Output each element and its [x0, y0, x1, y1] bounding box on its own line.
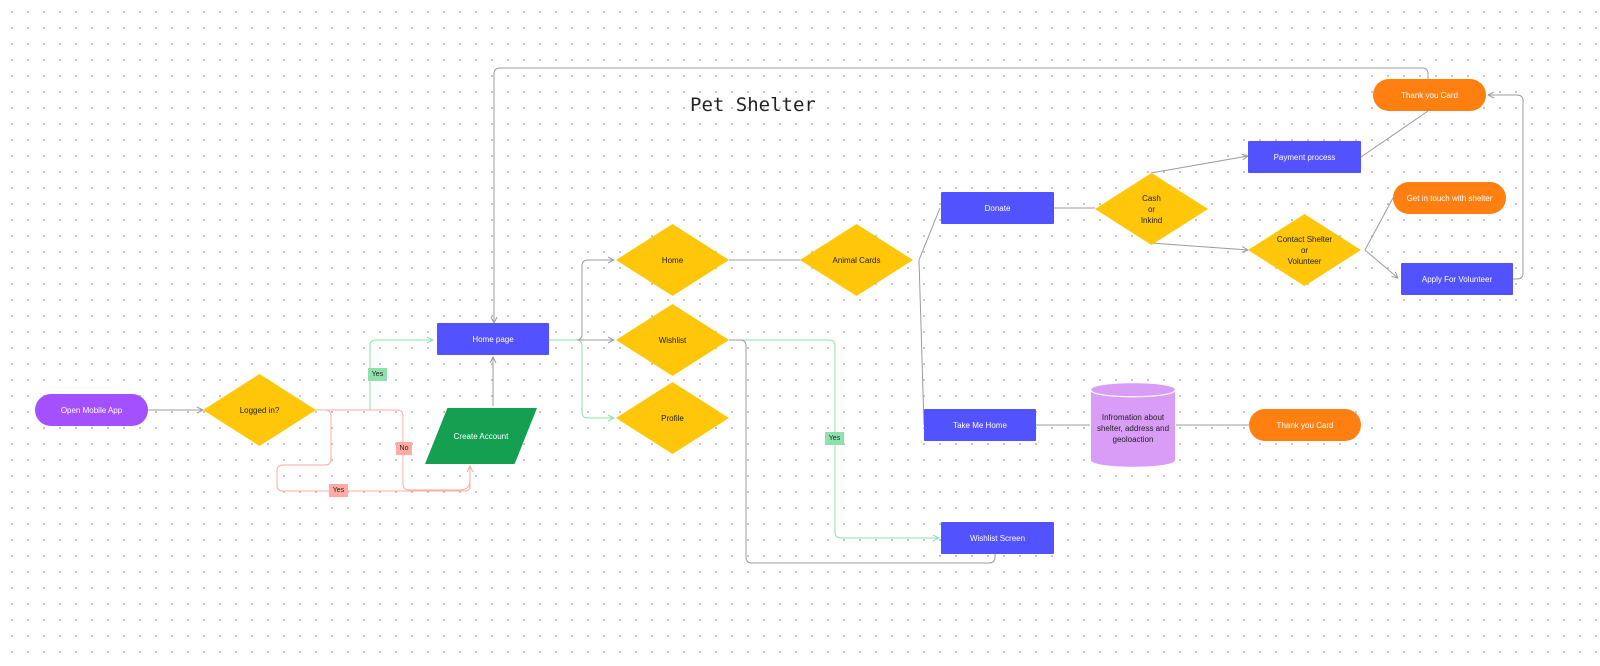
cash-or-inkind-decision[interactable]: Cash or Inkind	[1095, 173, 1208, 245]
wishlist-decision[interactable]: Wishlist	[616, 304, 729, 376]
home-page-node[interactable]: Home page	[437, 323, 549, 355]
thank-you-card-top-node[interactable]: Thank you Card	[1373, 79, 1486, 111]
edge-payment-to-thank-you	[1360, 110, 1429, 158]
edge-label-no-login: No	[396, 442, 412, 455]
animal-cards-decision[interactable]: Animal Cards	[800, 224, 913, 296]
information-line-2: shelter, address and	[1096, 423, 1170, 433]
cash-or-label: or	[1147, 204, 1156, 214]
contact-shelter-decision[interactable]: Contact Shelter or Volunteer	[1248, 214, 1361, 286]
thank-you-card-bottom-node[interactable]: Thank you Card	[1249, 409, 1361, 441]
wishlist-screen-node[interactable]: Wishlist Screen	[941, 522, 1054, 554]
edge-thank-you-to-home-page	[494, 67, 1429, 323]
logged-in-decision[interactable]: Logged in?	[203, 374, 316, 446]
payment-process-label: Payment process	[1273, 152, 1336, 162]
take-me-home-label: Take Me Home	[953, 420, 1007, 430]
edge-login-yes-to-home-page	[316, 340, 433, 411]
edge-label-yes-login: Yes	[368, 368, 387, 381]
database-cylinder-icon	[1090, 383, 1176, 467]
open-mobile-app-label: Open Mobile App	[60, 405, 123, 415]
get-in-touch-node[interactable]: Get in touch with shelter	[1393, 182, 1506, 214]
edge-contact-to-apply	[1364, 249, 1398, 278]
edge-contact-to-get-in-touch	[1364, 197, 1394, 251]
information-line-3: geoloaction	[1112, 434, 1154, 444]
profile-decision[interactable]: Profile	[616, 382, 729, 454]
payment-process-node[interactable]: Payment process	[1248, 141, 1361, 173]
edge-label-yes-create: Yes	[329, 484, 348, 497]
open-mobile-app-node[interactable]: Open Mobile App	[35, 394, 148, 426]
information-database-node[interactable]: Infromation about shelter, address and g…	[1090, 382, 1176, 468]
page-title: Pet Shelter	[690, 94, 816, 116]
create-account-node[interactable]: Create Account	[425, 408, 537, 464]
wishlist-screen-label: Wishlist Screen	[969, 533, 1026, 543]
edge-home-page-to-profile	[549, 339, 614, 418]
edge-login-no-to-create-account	[316, 409, 470, 491]
home-decision[interactable]: Home	[616, 224, 729, 296]
cash-label: Cash	[1142, 193, 1161, 203]
edge-login-loop-yes	[276, 409, 471, 492]
edge-wishlist-loop	[729, 339, 996, 564]
animal-cards-label: Animal Cards	[832, 255, 881, 265]
contact-shelter-label: Contact Shelter	[1276, 234, 1333, 244]
inkind-label: Inkind	[1140, 215, 1163, 225]
edge-animal-cards-to-take-me-home	[918, 259, 925, 426]
edge-cash-to-payment	[1150, 156, 1248, 174]
take-me-home-node[interactable]: Take Me Home	[924, 409, 1036, 441]
information-line-1: Infromation about	[1101, 412, 1165, 422]
thank-you-card-top-label: Thank you Card	[1401, 90, 1458, 100]
get-in-touch-label: Get in touch with shelter	[1406, 193, 1493, 203]
contact-or-label: or	[1300, 245, 1309, 255]
apply-for-volunteer-node[interactable]: Apply For Volunteer	[1401, 263, 1513, 295]
logged-in-label: Logged in?	[239, 405, 280, 415]
donate-node[interactable]: Donate	[941, 192, 1054, 224]
home-label: Home	[661, 255, 684, 265]
edge-apply-to-thank-you	[1488, 95, 1524, 280]
edge-animal-cards-to-donate	[918, 207, 941, 261]
create-account-label: Create Account	[453, 431, 509, 441]
thank-you-card-bottom-label: Thank you Card	[1276, 420, 1334, 430]
apply-for-volunteer-label: Apply For Volunteer	[1421, 274, 1493, 284]
wishlist-label: Wishlist	[658, 335, 687, 345]
home-page-label: Home page	[472, 334, 514, 344]
donate-label: Donate	[984, 203, 1011, 213]
volunteer-label: Volunteer	[1287, 256, 1322, 266]
edge-label-yes-wishlist: Yes	[825, 432, 844, 445]
profile-label: Profile	[661, 413, 684, 423]
edge-home-page-to-home	[549, 260, 614, 341]
